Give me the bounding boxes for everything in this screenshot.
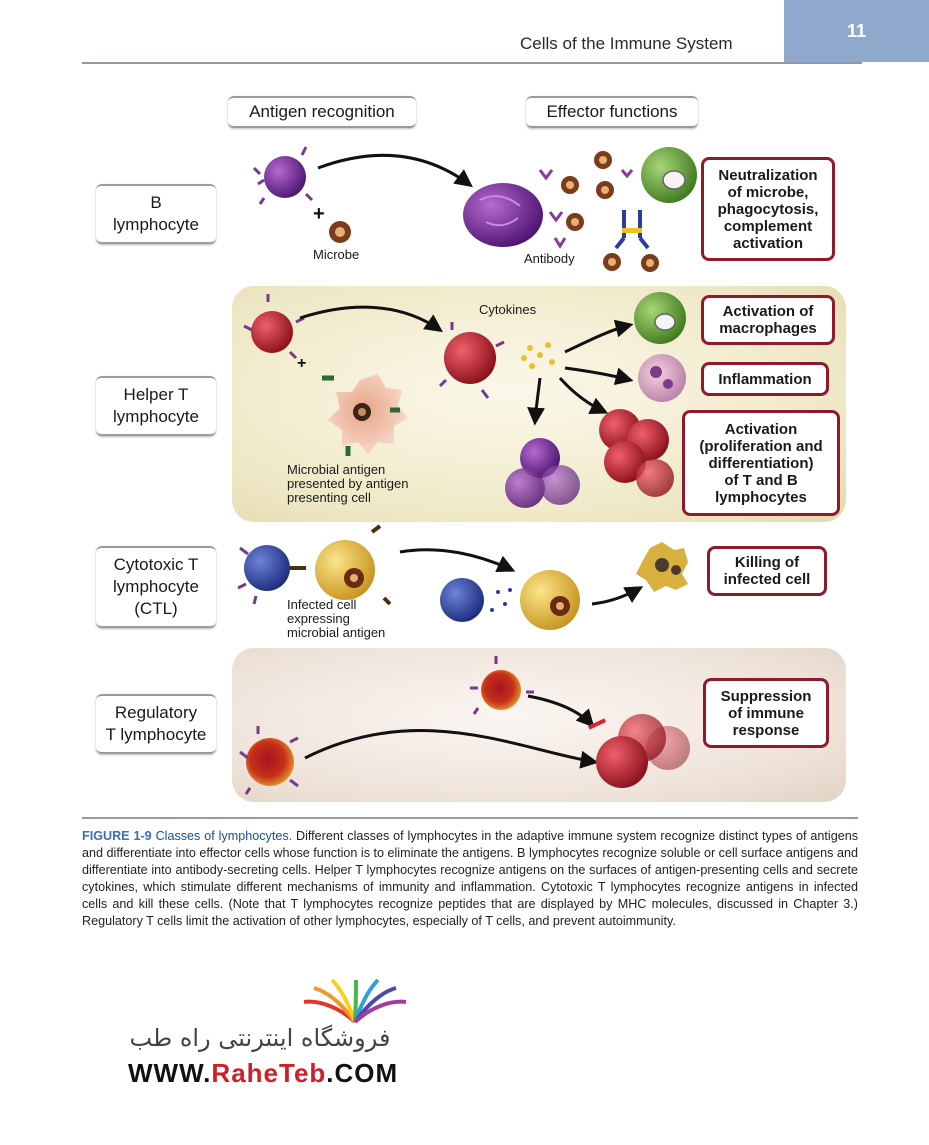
treg-to-target-arrow [304,729,599,769]
effect-line: macrophages [719,320,817,337]
antigen-presenting-cell [322,374,408,456]
row-label-line: Regulatory [114,703,198,722]
apc-label-line: Microbial antigen [287,462,386,477]
arrow-to-b-proliferation [527,377,546,426]
macrophage-activated [634,292,686,344]
effect-line: Activation of [722,303,814,320]
page-number: 11 [784,0,929,62]
microbe-b-row [329,221,351,243]
effect-line: response [732,721,800,739]
row-label-line: Helper T [123,385,189,404]
helper-t-naive [243,294,305,360]
apc-label-line: presenting cell [287,490,371,505]
inhibition-bar [587,718,607,730]
treg-suppression-arrow [527,694,595,728]
effect-box-suppression: Suppression of immune response [703,678,829,748]
row-label-line: B [150,193,162,212]
row-label-line: Cytotoxic T [113,555,199,574]
arrow-to-inflammation [564,366,634,385]
effect-line: phagocytosis, [717,200,819,218]
effect-line: Killing of [734,554,800,571]
cytokines-label: Cytokines [479,302,537,317]
figure-caption: FIGURE 1-9 Classes of lymphocytes. Diffe… [82,828,858,930]
row-label-line: (CTL) [134,599,178,618]
row-label-ctl: Cytotoxic T lymphocyte (CTL) [96,546,216,628]
url-prefix: WWW. [128,1058,212,1088]
header-rule [82,62,862,64]
apc-label-line: presented by antigen [287,476,409,491]
cytokine-dots [521,342,555,369]
effect-line: lymphocytes [715,488,807,506]
url-suffix: .COM [326,1058,399,1088]
ctl-naive [237,545,290,605]
antibody-microbe-cluster [538,151,659,272]
infected-cell-label: Infected cell expressing microbial antig… [287,598,385,640]
effect-line: complement [723,217,813,235]
ctl-activation-arrow [399,548,516,573]
arrow-to-t-proliferation [558,377,609,415]
ctl-attacking [440,570,580,630]
row-label-line: lymphocyte [113,577,199,596]
b-cell-naive [252,146,314,205]
helper-t-activated [438,322,505,399]
caption-rule [82,817,858,819]
effect-box-killing: Killing of infected cell [707,546,827,596]
plasma-cell [463,183,543,247]
b-activation-arrow [317,153,473,188]
book-fan-logo-icon [303,978,407,1024]
figure-number: FIGURE 1-9 [82,829,152,843]
figure-caption-text: Different classes of lymphocytes in the … [82,829,858,928]
killing-arrow [591,586,644,606]
running-head: Cells of the Immune System [520,34,733,53]
effect-line: infected cell [723,571,811,588]
infected-label-line: Infected cell [287,597,357,612]
effect-line: (proliferation and [699,437,823,455]
suppressed-t-cells [596,714,690,788]
infected-label-line: microbial antigen [287,625,386,640]
watermark-url: WWW.RaheTeb.COM [128,1058,398,1089]
effect-box-neutralization: Neutralization of microbe, phagocytosis,… [701,157,835,261]
treg-top [470,656,534,715]
effect-box-inflammation: Inflammation [701,362,829,396]
infected-label-line: expressing [287,611,350,626]
row-label-helper-t: Helper T lymphocyte [96,376,216,436]
url-brand: RaheTeb [211,1058,327,1088]
effect-line: Suppression [720,687,812,705]
phagocyte-b-row [641,147,697,203]
b-cell-cluster [505,438,580,508]
killed-infected-cell [636,542,688,592]
antibody-label: Antibody [524,251,575,266]
row-label-line: lymphocyte [113,407,199,426]
helper-activation-arrow [299,305,443,333]
effect-line: Activation [724,420,798,438]
effect-line: of immune [728,704,804,722]
effect-line: Neutralization [718,166,818,184]
effect-line: of microbe, [727,183,809,201]
row-label-regulatory-t: Regulatory T lymphocyte [96,694,216,754]
svg-text:+: + [297,355,306,372]
microbe-label: Microbe [313,247,360,262]
effect-line: activation [732,234,804,252]
effect-box-macrophage-activation: Activation of macrophages [701,295,835,345]
svg-text:+: + [313,203,325,225]
apc-label: Microbial antigen presented by antigen p… [287,463,408,505]
arrow-to-macrophage [564,319,634,354]
effect-box-lymphocyte-activation: Activation (proliferation and differenti… [682,410,840,516]
row-label-line: lymphocyte [113,215,199,234]
row-label-b-lymphocyte: B lymphocyte [96,184,216,244]
effect-line: of T and B [724,471,798,489]
watermark-persian-text: فروشگاه اینترنتی راه طب [129,1024,391,1052]
figure-title: Classes of lymphocytes. [155,829,293,843]
treg-bottom [239,726,299,795]
inflammatory-cell [638,354,686,402]
effect-line: differentiation) [708,454,814,472]
column-heading-effector-functions: Effector functions [526,96,698,128]
t-cell-cluster [599,409,674,497]
row-label-line: T lymphocyte [105,725,207,744]
infected-cell [290,524,392,606]
column-heading-antigen-recognition: Antigen recognition [228,96,416,128]
